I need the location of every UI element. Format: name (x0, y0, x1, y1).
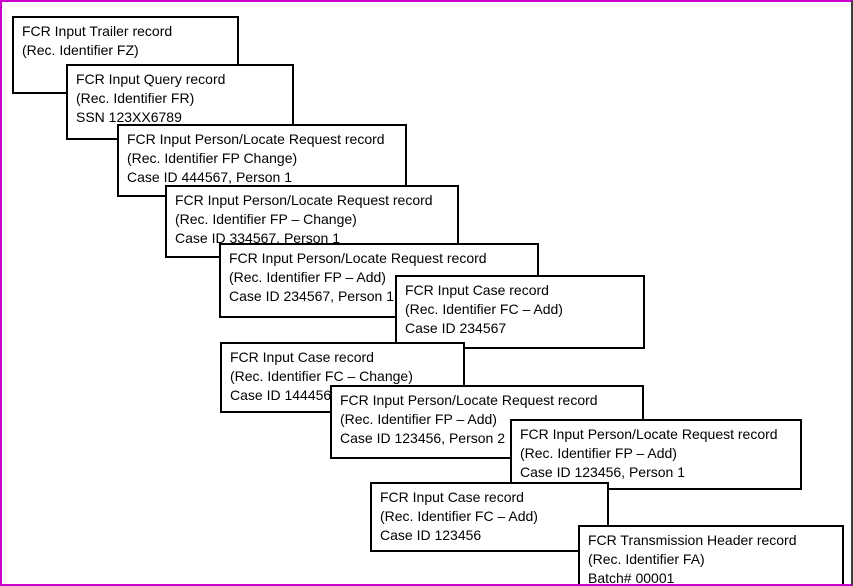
record-box-input-person-locate-request-record-444567: FCR Input Person/Locate Request record (R… (117, 124, 407, 197)
record-box-input-person-locate-request-record-123456-person1: FCR Input Person/Locate Request record (R… (510, 419, 802, 490)
record-line: FCR Input Case record (380, 489, 524, 505)
record-line: (Rec. Identifier FC – Add) (405, 301, 563, 317)
record-line: Case ID 144456 (230, 387, 332, 403)
record-line: Case ID 234567 (405, 320, 507, 336)
record-line: FCR Input Query record (76, 71, 226, 87)
record-line: (Rec. Identifier FZ) (22, 42, 139, 58)
record-line: (Rec. Identifier FR) (76, 90, 195, 106)
record-line: FCR Input Person/Locate Request record (127, 131, 385, 147)
record-line: (Rec. Identifier FP Change) (127, 150, 298, 166)
record-line: (Rec. Identifier FC – Add) (380, 508, 538, 524)
record-box-transmission-header-record: FCR Transmission Header record (Rec. Iden… (578, 525, 844, 586)
record-line: FCR Transmission Header record (588, 532, 797, 548)
record-line: Case ID 123456 (380, 527, 482, 543)
record-line: (Rec. Identifier FA) (588, 551, 705, 567)
record-line: (Rec. Identifier FP – Add) (520, 445, 677, 461)
record-line: FCR Input Person/Locate Request record (229, 250, 487, 266)
record-box-input-query-record: FCR Input Query record (Rec. Identifier F… (66, 64, 294, 140)
record-line: Case ID 334567, Person 1 (175, 230, 340, 246)
record-line: FCR Input Person/Locate Request record (520, 426, 778, 442)
record-box-input-case-record-123456: FCR Input Case record (Rec. Identifier FC… (370, 482, 609, 552)
record-line: FCR Input Person/Locate Request record (340, 392, 598, 408)
record-line: FCR Input Trailer record (22, 23, 173, 39)
record-line: Case ID 234567, Person 1 (229, 288, 394, 304)
record-line: FCR Input Case record (230, 349, 374, 365)
record-line: (Rec. Identifier FC – Change) (230, 368, 413, 384)
record-box-input-person-locate-request-record-234567: FCR Input Person/Locate Request record (R… (219, 243, 539, 318)
record-line: Case ID 444567, Person 1 (127, 169, 292, 185)
record-line: FCR Input Case record (405, 282, 549, 298)
record-line: Case ID 123456, Person 2 (340, 430, 505, 446)
record-line: (Rec. Identifier FP – Add) (340, 411, 497, 427)
record-line: (Rec. Identifier FP – Add) (229, 269, 386, 285)
record-line: (Rec. Identifier FP – Change) (175, 211, 357, 227)
record-line: Batch# 00001 (588, 570, 675, 586)
record-line: SSN 123XX6789 (76, 109, 182, 125)
record-box-input-case-record-234567: FCR Input Case record (Rec. Identifier FC… (395, 275, 645, 349)
record-line: Case ID 123456, Person 1 (520, 464, 685, 480)
record-line: FCR Input Person/Locate Request record (175, 192, 433, 208)
